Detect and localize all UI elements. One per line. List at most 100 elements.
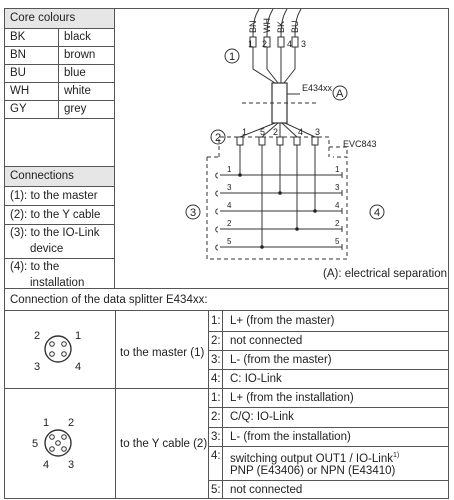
row-pin-left: 2 xyxy=(227,219,232,228)
master-connector-icon: 2 1 3 4 xyxy=(34,330,81,373)
connection-item: (1): to the master xyxy=(10,190,98,202)
core-colours-grid xyxy=(4,82,115,83)
row-pin-left: 1 xyxy=(227,165,232,174)
table-row-divider xyxy=(208,446,449,447)
y-pin-number: 1 xyxy=(242,127,247,137)
connections-grid xyxy=(4,258,115,259)
table-col-divider xyxy=(115,310,116,499)
pin-function-cont: PNP (E43406) or NPN (E43410) xyxy=(230,465,396,477)
marker-2: 2 xyxy=(215,132,221,144)
connector-pin-label: 3 xyxy=(68,459,74,471)
pin-num: 4: xyxy=(211,373,221,385)
table-row-divider xyxy=(208,350,449,351)
connector-pin-label: 5 xyxy=(32,438,38,450)
wire-label: BU xyxy=(290,20,300,33)
row-pin-left: 5 xyxy=(227,237,232,246)
table-row-divider xyxy=(208,369,449,370)
connector-pin-label: 3 xyxy=(34,361,40,373)
pin-function-text: switching output OUT1 / IO-Link xyxy=(230,452,393,465)
pin-num: 1: xyxy=(211,315,221,327)
outer-border-left xyxy=(4,8,5,499)
row-pin-right: 5 xyxy=(335,237,340,246)
table-col-divider xyxy=(208,310,209,499)
pin-num: 2: xyxy=(211,411,221,423)
pin-num: 3: xyxy=(211,354,221,366)
connection-item: (2): to the Y cable xyxy=(10,209,101,221)
row-pin-left: 3 xyxy=(227,183,232,192)
table-row-divider xyxy=(208,407,449,408)
core-colours-title: Core colours xyxy=(5,9,114,28)
row-pin-left: 4 xyxy=(227,201,232,210)
section-divider xyxy=(4,288,449,289)
core-colours-grid xyxy=(4,28,115,29)
pin-function: not connected xyxy=(230,484,303,496)
colour-code: BK xyxy=(10,31,26,43)
y-pin-number: 2 xyxy=(273,127,278,137)
row-pin-right: 2 xyxy=(335,219,340,228)
table-title: Connection of the data splitter E434xx: xyxy=(10,294,208,306)
connector-pin-label: 4 xyxy=(43,459,49,471)
core-colours-grid xyxy=(4,118,115,119)
pin-function: C/Q: IO-Link xyxy=(230,411,294,423)
core-colours-grid xyxy=(4,46,115,47)
core-colours-grid xyxy=(4,100,115,101)
colour-code: BN xyxy=(10,49,26,61)
colour-code: WH xyxy=(10,85,30,97)
row-pin-right: 4 xyxy=(335,201,340,210)
row-pin-right: 1 xyxy=(335,165,340,174)
footnote-mark: 1) xyxy=(392,452,400,459)
pin-num: 2: xyxy=(211,335,221,347)
core-colours-grid xyxy=(4,64,115,65)
y-pin-number: 4 xyxy=(298,127,303,137)
connector-pin-label: 1 xyxy=(75,330,81,342)
core-colours-grid xyxy=(58,28,59,118)
table-col-divider xyxy=(222,310,223,499)
connections-grid xyxy=(4,186,115,187)
colour-code: BU xyxy=(10,67,26,79)
pin-num: 3: xyxy=(211,431,221,443)
outer-border-bottom xyxy=(4,498,449,499)
colour-name: grey xyxy=(64,103,87,115)
connector-pin-label: 4 xyxy=(75,361,81,373)
wire-label: BN xyxy=(248,20,258,33)
marker-4: 4 xyxy=(374,207,380,219)
pin-function: L+ (from the installation) xyxy=(230,392,354,404)
pin-function: L- (from the installation) xyxy=(230,431,351,443)
table-row-divider xyxy=(208,480,449,481)
pin-num: 4: xyxy=(211,450,221,462)
outer-border-top xyxy=(4,8,449,9)
part-label: E434xx xyxy=(302,83,333,93)
marker-1: 1 xyxy=(229,51,235,63)
group-label: to the Y cable (2) xyxy=(120,438,208,450)
pin-number: 2 xyxy=(262,39,267,49)
connections-grid xyxy=(4,166,115,167)
marker-a: A xyxy=(336,88,344,100)
pin-num: 5: xyxy=(211,484,221,496)
pin-function: L+ (from the master) xyxy=(230,315,335,327)
connector-pin-label: 2 xyxy=(68,417,74,429)
pin-function: not connected xyxy=(230,335,303,347)
pin-number: 1 xyxy=(248,39,253,49)
outer-border-right xyxy=(448,8,449,499)
y-cable-connector-icon: 1 2 5 4 3 xyxy=(32,417,74,471)
y-pin-number: 5 xyxy=(260,127,265,137)
connections-grid xyxy=(4,224,115,225)
wiring-diagram: BN WH BK BU 1 2 4 3 1 2 3 4 A E434xx EVC… xyxy=(185,9,447,280)
marker-3: 3 xyxy=(190,207,196,219)
connection-item: (3): to the IO-Link xyxy=(10,227,100,239)
connection-item-cont: installation xyxy=(30,277,85,289)
colour-name: black xyxy=(64,31,91,43)
colour-name: white xyxy=(64,85,91,97)
colour-name: brown xyxy=(64,49,96,61)
wire-label: BK xyxy=(276,21,286,33)
separation-note: (A): electrical separation xyxy=(323,268,447,280)
pin-function: L- (from the master) xyxy=(230,354,332,366)
left-column-divider xyxy=(114,8,115,288)
colour-name: blue xyxy=(64,67,86,79)
pin-function: switching output OUT1 / IO-Link1) xyxy=(230,448,399,467)
pin-number: 4 xyxy=(287,39,292,49)
connection-item: (4): to the xyxy=(10,261,60,273)
connector-pin-label: 1 xyxy=(43,417,49,429)
y-pin-number: 3 xyxy=(315,127,320,137)
row-pin-right: 3 xyxy=(335,183,340,192)
